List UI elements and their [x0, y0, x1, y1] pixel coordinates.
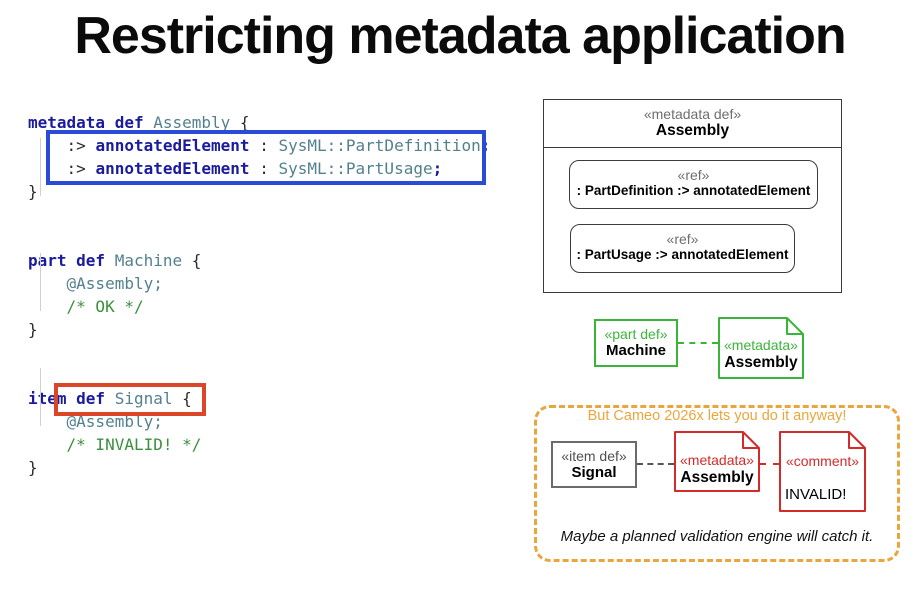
code-line: :> annotatedElement : SysML::PartDefinit…: [28, 134, 491, 157]
ref-stereotype: «ref»: [677, 167, 710, 183]
comment-stereotype: «comment»: [785, 453, 860, 469]
code-line: @Assembly;: [28, 272, 490, 295]
ref-feature-text: : PartDefinition :> annotatedElement: [576, 183, 811, 198]
code-token: [105, 251, 115, 270]
cameo-banner-text: But Cameo 2026x lets you do it anyway!: [587, 408, 847, 424]
ref-feature-partusage: «ref» : PartUsage :> annotatedElement: [570, 224, 795, 273]
metadata-def-class-box: «metadata def» Assembly «ref» : PartDefi…: [543, 99, 842, 293]
note-shape-icon: [674, 431, 760, 492]
code-token: SysML::PartDefinition: [278, 136, 481, 155]
annotation-connector-red: [760, 463, 779, 465]
metadata-stereotype: «metadata»: [680, 452, 754, 468]
signal-name: Signal: [571, 464, 617, 481]
indent-guide: [40, 368, 41, 426]
code-token: part def: [28, 251, 106, 270]
code-token: {: [172, 389, 192, 408]
machine-part-box: «part def» Machine: [594, 319, 678, 367]
code-line: }: [28, 180, 490, 203]
metadata-note-red: «metadata» Assembly: [674, 431, 760, 492]
code-line: [28, 226, 490, 249]
assembly-name: Assembly: [680, 469, 754, 486]
code-line: metadata def Assembly {: [28, 111, 490, 134]
code-token: @Assembly;: [66, 274, 163, 293]
code-token: Machine: [114, 251, 183, 270]
code-token: /* INVALID! */: [66, 435, 202, 454]
note-shape-icon: [718, 317, 804, 379]
code-line: part def Machine {: [28, 249, 490, 272]
cameo-workaround-zone: [534, 405, 900, 562]
code-token: }: [28, 320, 38, 339]
item-def-stereotype: «item def»: [561, 448, 627, 464]
indent-guide: [40, 138, 41, 196]
valid-highlight-box: [46, 130, 486, 185]
class-box-header: «metadata def» Assembly: [544, 100, 841, 148]
metadata-note-green: «metadata» Assembly: [718, 317, 804, 379]
code-token: }: [28, 458, 38, 477]
code-token: Assembly: [153, 113, 231, 132]
note-shape-icon: [779, 431, 866, 512]
code-line: [28, 203, 490, 226]
comment-note-red: «comment» INVALID!: [779, 431, 866, 512]
indent-guide: [40, 253, 41, 311]
code-token: ;: [432, 159, 443, 178]
ref-feature-partdefinition: «ref» : PartDefinition :> annotatedEleme…: [569, 160, 818, 209]
code-token: Signal: [114, 389, 173, 408]
code-token: :: [249, 159, 279, 178]
machine-name: Machine: [605, 342, 666, 359]
ref-stereotype: «ref»: [666, 231, 699, 247]
invalid-highlight-box: [54, 383, 206, 416]
code-line: }: [28, 456, 490, 479]
code-listing: metadata def Assembly { :> annotatedElem…: [28, 111, 490, 479]
code-line: :> annotatedElement : SysML::PartUsage;: [28, 157, 490, 180]
code-line: [28, 341, 490, 364]
class-name: Assembly: [655, 122, 730, 139]
code-line: /* OK */: [28, 295, 490, 318]
code-token: SysML::PartUsage: [278, 159, 433, 178]
code-token: }: [28, 182, 38, 201]
assembly-name: Assembly: [724, 354, 798, 371]
code-token: {: [182, 251, 202, 270]
code-token: :>: [28, 136, 96, 155]
code-line: @Assembly;: [28, 410, 490, 433]
ref-feature-text: : PartUsage :> annotatedElement: [576, 247, 789, 262]
metadata-stereotype: «metadata»: [724, 337, 798, 353]
code-token: {: [230, 113, 250, 132]
annotation-connector-dark: [637, 463, 674, 465]
code-token: @Assembly;: [66, 412, 163, 431]
slide-title: Restricting metadata application: [74, 7, 846, 65]
code-token: :: [249, 136, 279, 155]
class-stereotype: «metadata def»: [643, 106, 742, 122]
code-token: [28, 297, 67, 316]
code-line: /* INVALID! */: [28, 433, 490, 456]
validation-caption: Maybe a planned validation engine will c…: [560, 528, 874, 545]
code-token: annotatedElement: [95, 159, 250, 178]
code-token: metadata def: [28, 113, 144, 132]
code-token: annotatedElement: [95, 136, 250, 155]
part-def-stereotype: «part def»: [604, 326, 668, 342]
code-token: [28, 274, 67, 293]
code-line: }: [28, 318, 490, 341]
code-token: [28, 435, 67, 454]
code-token: /* OK */: [66, 297, 144, 316]
code-token: :>: [28, 159, 96, 178]
annotation-connector-green: [678, 342, 718, 344]
invalid-comment-body: INVALID!: [785, 486, 847, 503]
signal-item-box: «item def» Signal: [551, 441, 637, 488]
